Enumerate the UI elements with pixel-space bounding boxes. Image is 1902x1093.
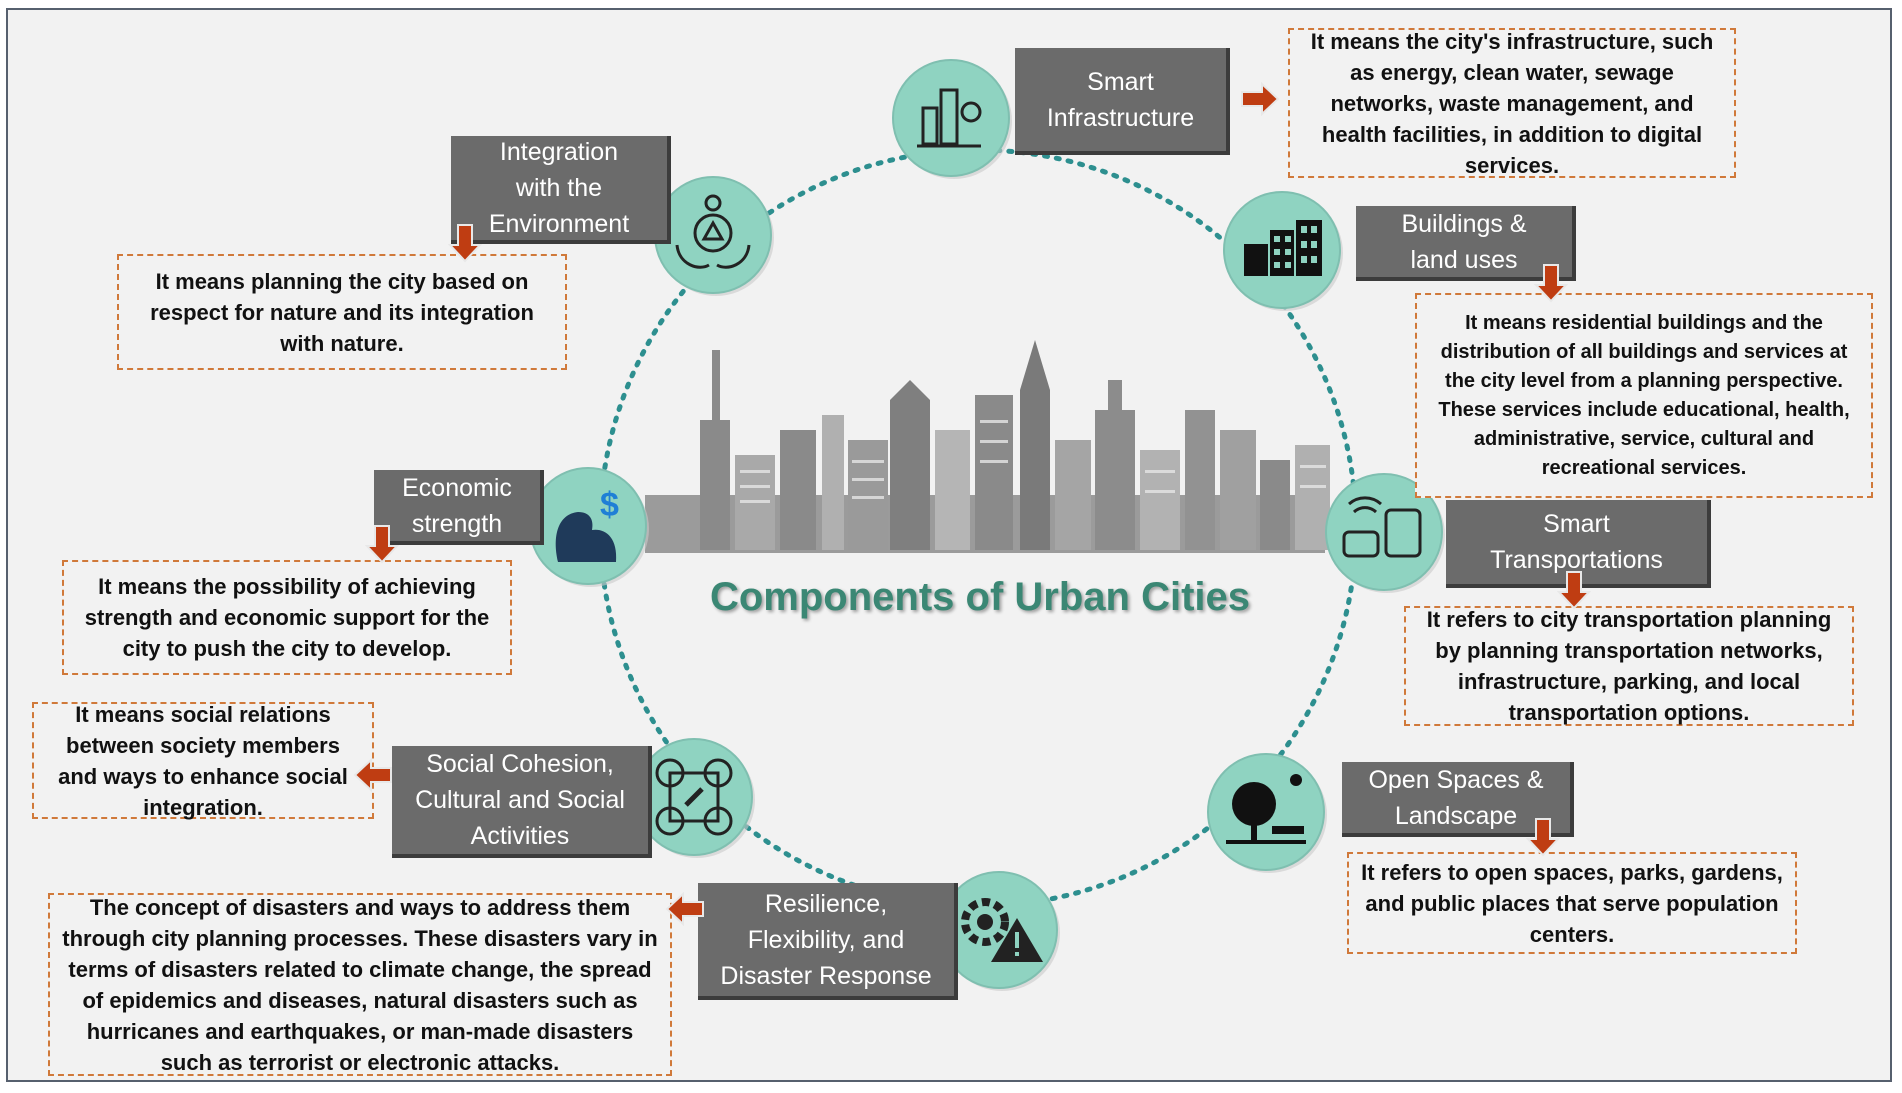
desc-social-cohesion: It means social relations between societ…	[32, 702, 374, 820]
arrow-open-spaces-landscape	[1526, 818, 1560, 857]
label-smart-infrastructure: Smart Infrastructure	[1015, 48, 1230, 155]
transportation-icon	[1325, 473, 1445, 593]
arrow-social-cohesion	[353, 758, 392, 792]
desc-open-spaces-landscape: It refers to open spaces, parks, gardens…	[1347, 852, 1797, 954]
desc-smart-infrastructure: It means the city's infrastructure, such…	[1288, 28, 1736, 178]
label-integration-environment: Integration with the Environment	[451, 136, 671, 244]
infrastructure-icon	[892, 59, 1012, 179]
desc-economic-strength: It means the possibility of achieving st…	[62, 560, 512, 675]
arrow-integration-environment	[448, 224, 482, 263]
economy-arm-icon: $	[529, 467, 649, 587]
environment-hands-icon	[654, 176, 774, 296]
label-buildings-land-uses: Buildings & land uses	[1356, 206, 1576, 281]
arrow-smart-infrastructure	[1241, 82, 1280, 116]
desc-resilience-disaster-response: The concept of disasters and ways to add…	[48, 893, 672, 1076]
desc-smart-transportations: It refers to city transportation plannin…	[1404, 606, 1854, 726]
park-icon	[1207, 753, 1327, 873]
label-resilience-disaster-response: Resilience, Flexibility, and Disaster Re…	[698, 883, 958, 1000]
city-skyline-icon	[645, 340, 1330, 553]
svg-text:$: $	[600, 486, 619, 524]
disaster-gear-icon	[940, 871, 1060, 991]
label-social-cohesion: Social Cohesion, Cultural and Social Act…	[392, 746, 652, 858]
label-economic-strength: Economic strength	[374, 470, 544, 545]
arrow-buildings-land-uses	[1534, 264, 1568, 303]
desc-integration-environment: It means planning the city based on resp…	[117, 254, 567, 370]
arrow-resilience-disaster-response	[665, 892, 704, 926]
arrow-smart-transportations	[1557, 571, 1591, 610]
label-open-spaces-landscape: Open Spaces & Landscape	[1342, 762, 1574, 837]
diagram-title: Components of Urban Cities	[709, 575, 1251, 619]
buildings-icon	[1223, 191, 1343, 311]
arrow-economic-strength	[365, 525, 399, 564]
desc-buildings-land-uses: It means residential buildings and the d…	[1415, 293, 1873, 498]
network-people-icon	[635, 738, 755, 858]
